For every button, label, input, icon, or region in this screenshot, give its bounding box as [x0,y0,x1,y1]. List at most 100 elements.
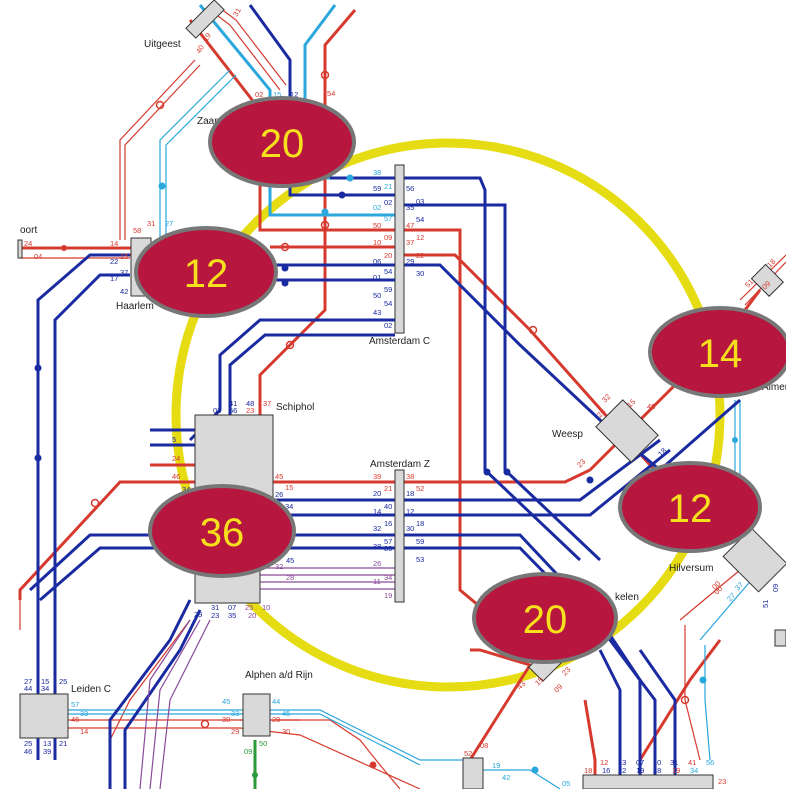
station-label-uitgeest: Uitgeest [144,39,181,50]
minute-code: 14 [80,727,88,736]
minute-code: 56 [406,184,414,193]
minute-code: 46 [172,472,180,481]
minute-code: 39 [43,747,51,756]
minute-code: 56 [229,406,237,415]
minute-code: 02 [384,321,392,330]
station-label-amsterdam-c: Amsterdam C [369,336,430,347]
minute-code: 57 [71,700,79,709]
minute-code: 32 [373,524,381,533]
minute-code: 18 [656,446,668,458]
station-label-schiphol: Schiphol [276,402,314,413]
minute-code: 10 [373,238,381,247]
badge-almere-count: 14 [698,332,743,376]
minute-code: 58 [133,226,141,235]
minute-code: 47 [406,221,414,230]
minute-code: 23 [211,611,219,620]
minute-code: 52 [416,484,424,493]
badge-zaandam[interactable]: 20 [210,98,354,186]
minute-code: 59 [384,285,392,294]
station-boxes [18,0,786,789]
minute-code: 26 [275,490,283,499]
minute-code: 20 [384,251,392,260]
minute-code: 16 [602,766,610,775]
minute-code: 53 [416,555,424,564]
minute-code: 37 [120,268,128,277]
minute-code: 24 [24,239,32,248]
badge-schiphol[interactable]: 36 [150,486,294,576]
minute-code: 44 [24,684,32,693]
minute-code: 09 [771,584,780,592]
minute-code: 19 [636,766,644,775]
minute-code: 40 [194,43,206,55]
badge-hilversum[interactable]: 12 [620,463,760,551]
minute-code: 38 [406,472,414,481]
minute-code: 30 [282,727,290,736]
minute-code: 59 [373,184,381,193]
minute-code: 19 [384,591,392,600]
minute-code: 32 [275,562,283,571]
badge-almere[interactable]: 14 [650,308,786,396]
station-label-hilversum: Hilversum [669,563,713,574]
minute-code: 25 [59,677,67,686]
minute-code: 56 [706,758,714,767]
bijlmer-lower-box [463,758,483,789]
minute-code: 37 [406,238,414,247]
leiden-c-station-box [20,694,68,738]
minute-code: 38 [373,168,381,177]
minute-code: 36 [384,544,392,553]
minute-code: 38 [373,542,381,551]
minute-code: 30 [406,524,414,533]
minute-code: 42 [502,773,510,782]
badge-schiphol-count: 36 [200,511,245,555]
minute-code: 30 [222,715,230,724]
minute-code: 33 [80,709,88,718]
minute-code: 45 [647,402,655,411]
minute-code: 54 [384,267,392,276]
amsterdam-z-station-box [395,470,404,602]
minute-code: 01 [373,273,381,282]
amsterdam-c-station-box [395,165,404,333]
minute-code: 23 [718,777,726,786]
minute-code: 20 [248,611,256,620]
minute-code: 29 [231,727,239,736]
badge-hilversum-count: 12 [668,487,713,531]
minute-code: 35 [228,611,236,620]
minute-code: 21 [384,182,392,191]
minute-code: 27 [725,591,737,603]
minute-code: 09 [552,682,564,694]
minute-code: 06 [373,257,381,266]
minute-code: 04 [34,252,42,261]
minute-code: 19 [201,31,213,43]
red-lines [20,10,760,789]
minute-code: 33 [231,709,239,718]
minute-code: 29 [272,715,280,724]
minute-code: 50 [373,291,381,300]
minute-code: 14 [110,239,118,248]
minute-code: 34 [384,573,392,582]
minute-code: 37 [733,580,745,592]
right-edge-box [775,630,786,646]
minute-code: 45 [286,556,294,565]
minute-code: 26 [373,559,381,568]
alphen-station-box [243,694,270,736]
minute-code: 30 [416,269,424,278]
minute-code: 54 [327,89,335,98]
minute-code: 08 [480,741,488,750]
badge-haarlem[interactable]: 12 [136,228,276,316]
minute-code: 15 [285,483,293,492]
minute-code: 20 [373,489,381,498]
station-label-alphen: Alphen a/d Rijn [245,670,313,681]
minute-code: 51 [761,600,770,608]
minute-code: 19 [672,766,680,775]
minute-code: 23 [575,457,587,469]
minute-code: 14 [373,507,381,516]
minute-code: 50 [373,221,381,230]
badge-bijlmer[interactable]: 20 [474,574,616,662]
minute-code: 42 [120,287,128,296]
minute-code: 29 [406,257,414,266]
minute-code: 28 [653,766,661,775]
minute-code: 12 [406,507,414,516]
minute-code: 28 [286,573,294,582]
minute-code: 45 [282,709,290,718]
minute-code: 18 [406,489,414,498]
